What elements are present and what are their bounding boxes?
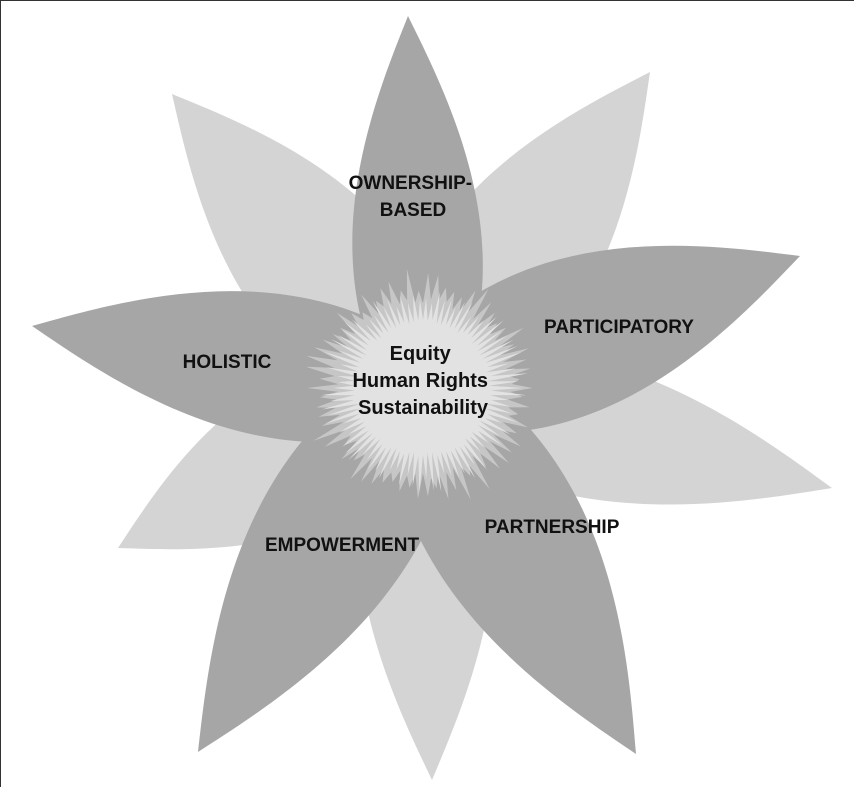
center-burst — [305, 269, 533, 500]
petal-label-participatory: PARTICIPATORY — [544, 317, 694, 338]
petal-label-holistic: HOLISTIC — [183, 352, 272, 373]
petal-label-partnership: PARTNERSHIP — [485, 517, 620, 538]
burst-inner-ring — [321, 291, 528, 493]
center-label-sustainability: Sustainability — [358, 397, 489, 419]
center-label-equity: Equity — [390, 343, 452, 365]
center-values: Equity Human Rights Sustainability — [352, 343, 493, 419]
petal-label-ownership-based: OWNERSHIP- BASED — [349, 173, 478, 221]
front-petal-top — [352, 16, 483, 372]
center-label-human-rights: Human Rights — [352, 370, 488, 392]
petal-label-empowerment: EMPOWERMENT — [265, 535, 420, 556]
front-petal-left — [32, 291, 411, 443]
